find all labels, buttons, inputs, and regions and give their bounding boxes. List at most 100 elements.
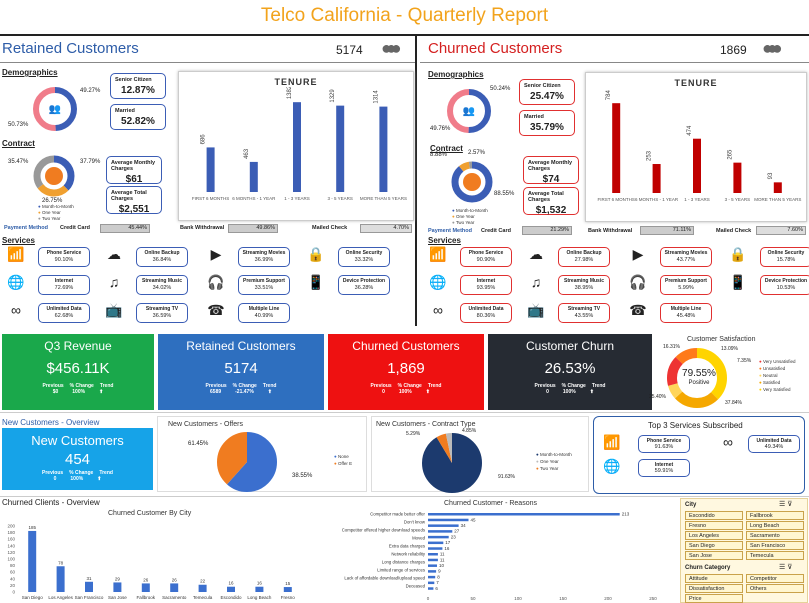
reason-data-label: 23 [451, 534, 457, 539]
reason-category-label: Don't know [404, 520, 426, 525]
payment-method-label: Payment Method [4, 225, 49, 231]
service-name: Streaming TV [567, 306, 601, 312]
tenure-tick-label: MORE THAN 5 YEARS [360, 196, 407, 201]
service-value: 43.77% [676, 257, 696, 263]
city-data-label: 16 [228, 581, 234, 586]
tenure-bar [612, 103, 621, 193]
senior-label: Senior Citizen [524, 83, 561, 89]
y-tick-label: 0 [12, 590, 15, 595]
service-name: Unlimited Data [46, 306, 82, 312]
reason-category-label: Long distance charges [382, 560, 425, 565]
city-slicer-item[interactable]: Los Angeles [685, 531, 743, 540]
tenure-tick-label: 3 - 5 YEARS [725, 197, 750, 202]
category-slicer-item[interactable]: Dissatisfaction [685, 584, 743, 593]
service-value: 43.55% [574, 313, 594, 319]
city-tick-label: San Jose [108, 595, 127, 600]
retained-header: Retained Customers [2, 40, 139, 57]
service-name: Device Protection [342, 278, 386, 284]
filter-icon[interactable]: ☰ ⊽ [779, 501, 793, 508]
tenure-data-label: 265 [727, 149, 733, 160]
category-slicer-item[interactable]: Others [746, 584, 804, 593]
reason-category-label: Limited range of services [377, 568, 425, 573]
service-value: 80.36% [476, 313, 496, 319]
device-icon: 📱 [307, 274, 325, 290]
page-title: Telco California - Quarterly Report [260, 5, 549, 26]
contract-type-label-3: 91.63% [498, 474, 515, 480]
tenure-bar [652, 164, 661, 193]
support-icon: 🎧 [207, 274, 225, 290]
contract-type-pie [422, 433, 482, 493]
category-slicer-item[interactable]: Attitude [685, 574, 743, 583]
bank-label: Bank Withdrawal [588, 228, 633, 234]
city-tick-label: San Diego [22, 595, 44, 600]
contract-pct-a: 8.88% [430, 152, 448, 158]
city-bar [255, 586, 264, 592]
mailed-value: 4.70% [360, 224, 412, 233]
city-bar [141, 583, 150, 592]
people-icon: ●●● [762, 38, 782, 58]
married-card: Married 35.79% [519, 110, 575, 136]
filter-icon[interactable]: ☰ ⊽ [779, 564, 793, 571]
tenure-tick-label: MORE THAN 5 YEARS [754, 197, 801, 202]
play-icon: ▶ [632, 246, 644, 262]
city-slicer-item[interactable]: San Francisco [746, 541, 804, 550]
city-slicer-item[interactable]: San Jose [685, 551, 743, 560]
city-tick-label: Los Angeles [48, 595, 73, 600]
city-slicer-item[interactable]: Long Beach [746, 521, 804, 530]
x-tick-label: 150 [559, 596, 567, 601]
service-value: 10.53% [776, 285, 796, 291]
top3-title: Top 3 Services Subscribed [648, 421, 743, 430]
city-data-label: 16 [257, 581, 263, 586]
city-slicer-item[interactable]: Temecula [746, 551, 804, 560]
tenure-data-label: 686 [201, 134, 207, 145]
avg-monthly-value: $74 [542, 174, 560, 185]
city-data-label: 26 [143, 577, 149, 582]
tile-values: 6589-21.47%⬆ [210, 389, 272, 395]
tile-title: Q3 Revenue [44, 339, 112, 353]
phone-icon: ☎ [207, 302, 225, 318]
infinity-icon: ∞ [433, 302, 443, 318]
reason-bar [428, 575, 436, 579]
service-value: 34.02% [152, 285, 172, 291]
city-slicer-item[interactable]: Escondido [685, 511, 743, 520]
satisfaction-center-value: 79.55% [682, 368, 716, 379]
service-name: Multiple Line [248, 306, 280, 312]
category-slicer-item[interactable]: Price [685, 594, 743, 603]
city-slicer-item[interactable]: Fallbrook [746, 511, 804, 520]
service-value: 90.90% [476, 257, 496, 263]
service-name: Streaming TV [145, 306, 179, 312]
service-value: 33.32% [354, 257, 374, 263]
retained-count: 5174 [336, 43, 363, 57]
category-slicer-item[interactable]: Competitor [746, 574, 804, 583]
city-slicer-item[interactable]: Fresno [685, 521, 743, 530]
contract-pct-b: 37.79% [80, 159, 101, 165]
city-slicer-item[interactable]: Sacramento [746, 531, 804, 540]
reason-bar [428, 570, 437, 573]
service-value: 93.95% [476, 285, 496, 291]
service-name: Device Protection [764, 278, 808, 284]
city-tick-label: San Francisco [75, 595, 104, 600]
contract-title: Contract [2, 139, 35, 148]
services-title: Services [2, 236, 35, 245]
service-value: 27.98% [574, 257, 594, 263]
tenure-title: TENURE [674, 78, 718, 88]
city-slicer-item[interactable]: San Diego [685, 541, 743, 550]
y-tick-label: 20 [10, 583, 16, 588]
tile-value: 1,869 [387, 360, 425, 377]
city-data-label: 31 [86, 576, 92, 581]
service-name: Premium Support [243, 278, 285, 284]
